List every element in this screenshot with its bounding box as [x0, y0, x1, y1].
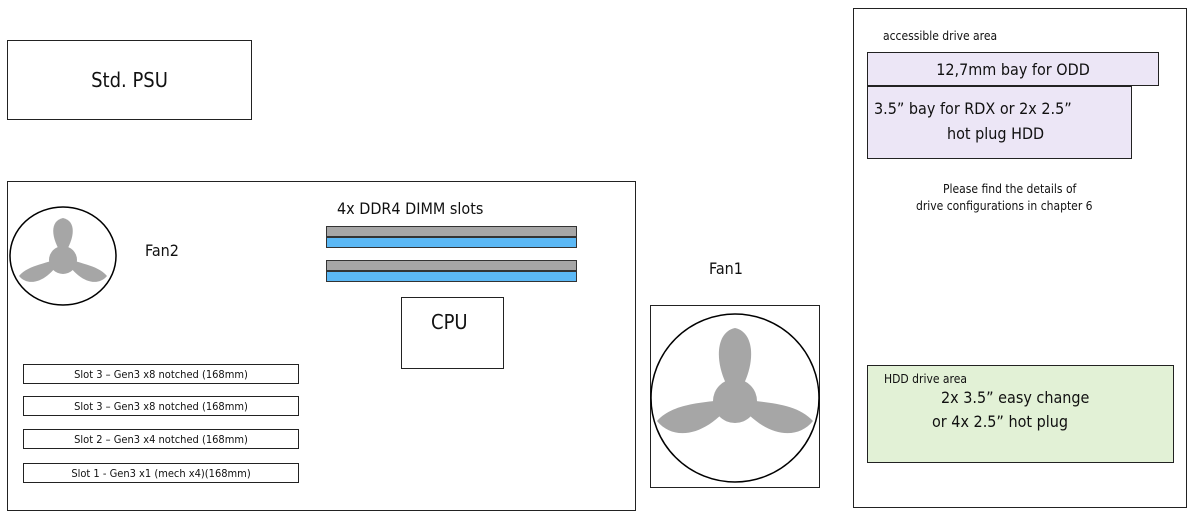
psu-box: Std. PSU — [7, 40, 252, 120]
hdd-area-label: HDD drive area — [884, 372, 967, 386]
pcie-slot: Slot 3 – Gen3 x8 notched (168mm) — [23, 396, 299, 416]
dimm-slot-3 — [326, 260, 577, 271]
drive-note-line2: drive configurations in chapter 6 — [916, 199, 1093, 213]
hdd-line1: 2x 3.5” easy change — [941, 388, 1090, 407]
pcie-slot: Slot 2 – Gen3 x4 notched (168mm) — [23, 429, 299, 449]
psu-label: Std. PSU — [91, 68, 168, 92]
rdx-bay-line1: 3.5” bay for RDX or 2x 2.5” — [874, 99, 1072, 118]
rdx-bay-line2: hot plug HDD — [947, 124, 1045, 143]
fan1-icon — [650, 313, 820, 483]
accessible-drive-area-label: accessible drive area — [883, 29, 998, 43]
pcie-slot: Slot 3 – Gen3 x8 notched (168mm) — [23, 364, 299, 384]
fan1-label: Fan1 — [709, 259, 743, 278]
dimm-slot-4 — [326, 271, 577, 282]
hdd-line2: or 4x 2.5” hot plug — [932, 412, 1068, 431]
drive-note-line1: Please find the details of — [943, 182, 1077, 196]
rdx-bay: 3.5” bay for RDX or 2x 2.5” hot plug HDD — [867, 86, 1132, 159]
odd-bay: 12,7mm bay for ODD — [867, 52, 1159, 86]
pcie-slot: Slot 1 - Gen3 x1 (mech x4)(168mm) — [23, 463, 299, 483]
cpu-box: CPU — [401, 297, 504, 369]
dimm-slot-1 — [326, 226, 577, 237]
dimm-label: 4x DDR4 DIMM slots — [337, 199, 484, 218]
dimm-slot-2 — [326, 237, 577, 248]
hdd-drive-area: HDD drive area 2x 3.5” easy change or 4x… — [867, 365, 1174, 463]
cpu-label: CPU — [431, 310, 468, 334]
fan2-icon — [9, 206, 117, 306]
fan2-label: Fan2 — [145, 241, 179, 260]
